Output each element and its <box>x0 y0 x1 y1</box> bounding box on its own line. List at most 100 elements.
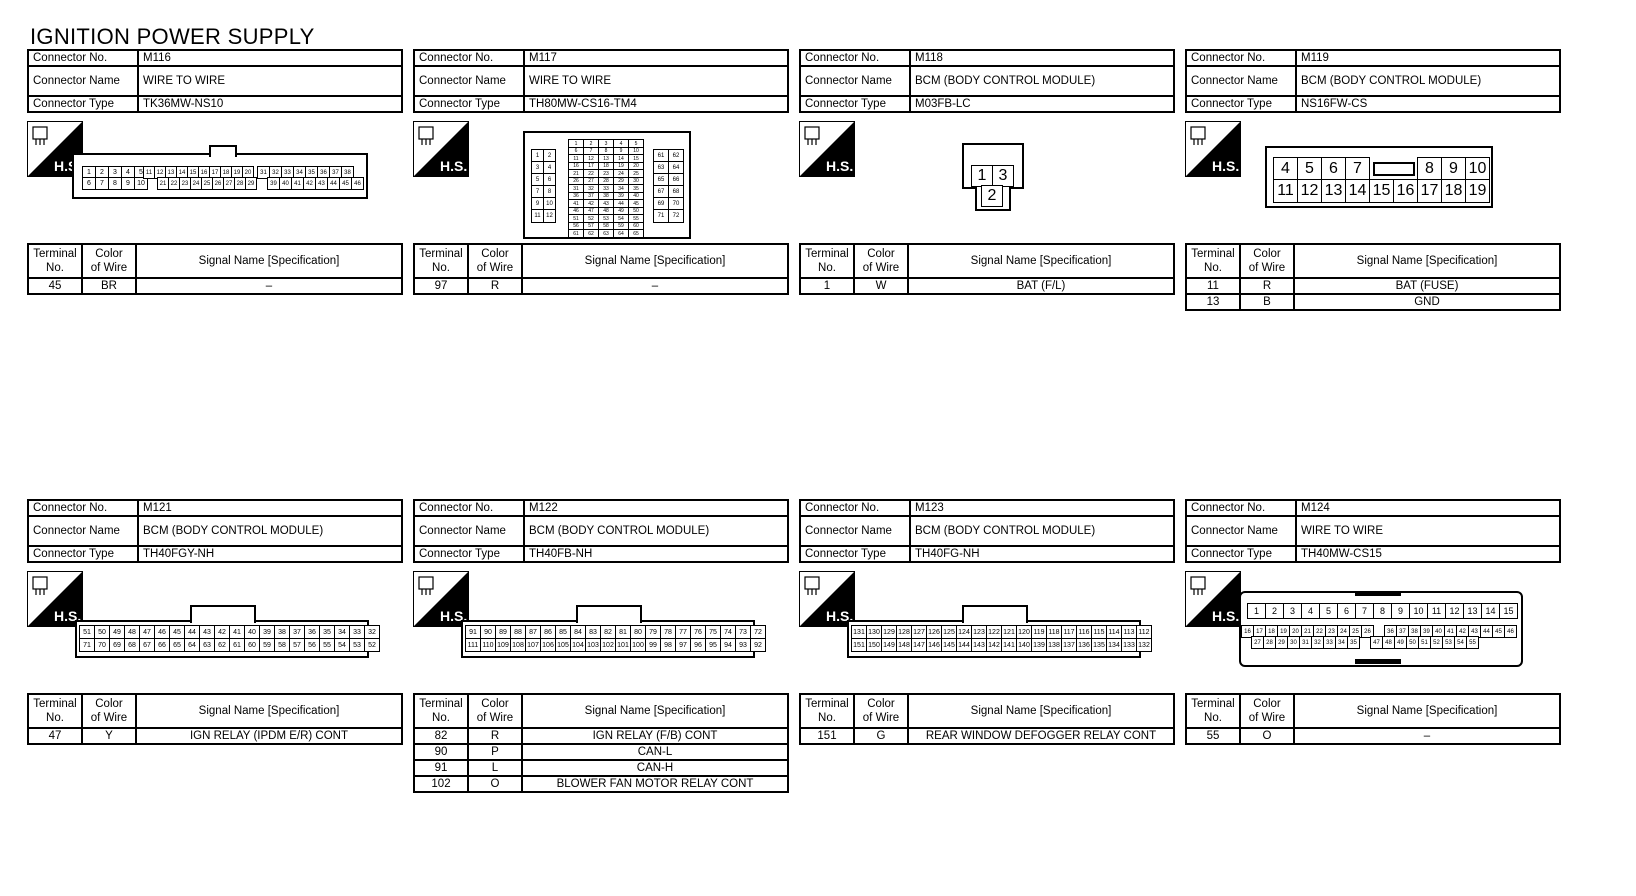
harness-side-icon: H.S. <box>1185 121 1241 177</box>
connector-pin: 81 <box>615 625 631 639</box>
connector-pin: 18 <box>1441 179 1466 203</box>
connector-pin: 48 <box>124 625 140 639</box>
connector-pin: 96 <box>690 638 706 652</box>
connector-pin: 85 <box>555 625 571 639</box>
connector-pin: 116 <box>1076 625 1092 639</box>
connector-type-label: Connector Type <box>27 95 139 113</box>
connector-name-value: BCM (BODY CONTROL MODULE) <box>909 65 1175 97</box>
connector-pin: 11 <box>1427 603 1446 619</box>
connector-info-table: Connector No. M119 Connector Name BCM (B… <box>1185 49 1561 113</box>
wire-color: R <box>1239 277 1295 295</box>
connector-pin: 6 <box>82 177 96 190</box>
connector-pin: 99 <box>645 638 661 652</box>
connector-type-value: M03FB-LC <box>909 95 1175 113</box>
table-row: 11 R BAT (FUSE) <box>1185 277 1561 295</box>
svg-text:H.S.: H.S. <box>440 158 467 174</box>
connector-type-label: Connector Type <box>27 545 139 563</box>
connector-pin: 14 <box>1481 603 1500 619</box>
connector-pin: 93 <box>735 638 751 652</box>
connector-pin: 65 <box>628 229 644 238</box>
connector-pin: 59 <box>259 638 275 652</box>
connector-pin: 145 <box>941 638 957 652</box>
connector-pin: 143 <box>971 638 987 652</box>
svg-text:H.S.: H.S. <box>54 608 81 624</box>
connector-pin: 117 <box>1061 625 1077 639</box>
connector-pin: 49 <box>1394 636 1407 649</box>
connector-pin: 148 <box>896 638 912 652</box>
connector-pin: 9 <box>1391 603 1410 619</box>
connector-pin: 48 <box>1382 636 1395 649</box>
connector-pin: 136 <box>1076 638 1092 652</box>
connector-pin: 8 <box>1373 603 1392 619</box>
connector-pin: 151 <box>851 638 867 652</box>
connector-type-value: NS16FW-CS <box>1295 95 1561 113</box>
connector-pin: 68 <box>124 638 140 652</box>
connector-pin: 46 <box>1504 625 1517 638</box>
connector-pin: 70 <box>94 638 110 652</box>
connector-pin: 8 <box>108 177 122 190</box>
connector-pin: 10 <box>134 177 148 190</box>
connector-pin: 92 <box>750 638 766 652</box>
connector-pin: 121 <box>1001 625 1017 639</box>
connector-pin: 71 <box>79 638 95 652</box>
connector-pin: 74 <box>720 625 736 639</box>
table-row: 47 Y IGN RELAY (IPDM E/R) CONT <box>27 727 403 745</box>
terminal-no: 102 <box>413 775 469 793</box>
connector-pin: 84 <box>570 625 586 639</box>
connector-pin: 113 <box>1121 625 1137 639</box>
connector-pin: 94 <box>720 638 736 652</box>
connector-pin: 3 <box>1283 603 1302 619</box>
connector-pin: 45 <box>169 625 185 639</box>
connector-pin: 41 <box>229 625 245 639</box>
connector-pin: 118 <box>1046 625 1062 639</box>
signal-name: IGN RELAY (IPDM E/R) CONT <box>135 727 403 745</box>
connector-pin: 64 <box>184 638 200 652</box>
connector-pin: 57 <box>289 638 305 652</box>
connector-pin: 101 <box>615 638 631 652</box>
connector-block: Connector No. M117 Connector Name WIRE T… <box>413 49 789 295</box>
connector-pin: 41 <box>291 177 304 190</box>
connector-pin: 3 <box>992 165 1014 187</box>
connector-no-label: Connector No. <box>413 499 525 517</box>
connector-pin: 73 <box>735 625 751 639</box>
connector-pin: 2 <box>1265 603 1284 619</box>
wire-color: W <box>853 277 909 295</box>
connector-pin: 130 <box>866 625 882 639</box>
terminal-no: 47 <box>27 727 83 745</box>
signal-header: Signal Name [Specification] <box>907 243 1175 279</box>
signal-name: – <box>135 277 403 295</box>
connector-pin: 135 <box>1091 638 1107 652</box>
connector-pin: 122 <box>986 625 1002 639</box>
connector-no-label: Connector No. <box>799 499 911 517</box>
connector-name-value: WIRE TO WIRE <box>1295 515 1561 547</box>
connector-pin: 42 <box>214 625 230 639</box>
connector-pin: 107 <box>525 638 541 652</box>
connector-pin: 1 <box>971 165 993 187</box>
wire-color: BR <box>81 277 137 295</box>
connector-pin: 51 <box>79 625 95 639</box>
wire-color: Y <box>81 727 137 745</box>
connector-pin: 15 <box>1499 603 1518 619</box>
connector-pin: 6 <box>1321 157 1346 181</box>
connector-pin: 10 <box>1409 603 1428 619</box>
connector-pin: 19 <box>1465 179 1490 203</box>
connector-name-label: Connector Name <box>799 515 911 547</box>
connector-pin: 120 <box>1016 625 1032 639</box>
table-row: 102 O BLOWER FAN MOTOR RELAY CONT <box>413 775 789 793</box>
signal-name: IGN RELAY (F/B) CONT <box>521 727 789 745</box>
connector-pin: 33 <box>349 625 365 639</box>
wire-color: O <box>467 775 523 793</box>
